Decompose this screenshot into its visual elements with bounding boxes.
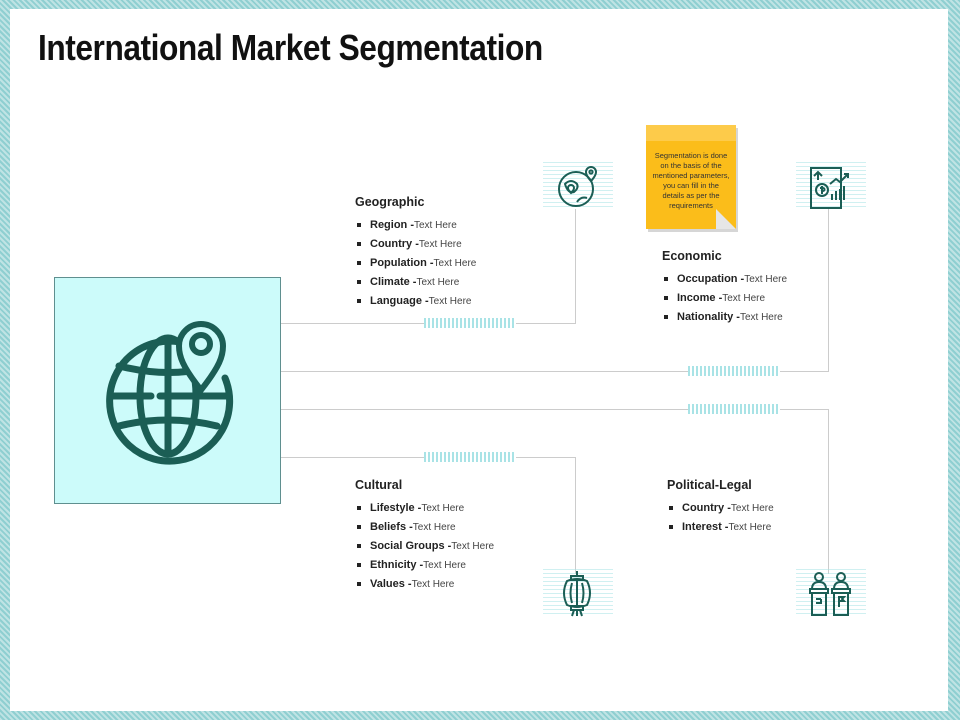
economic-icon-box (796, 162, 866, 210)
list-item: Country -Text Here (355, 235, 476, 254)
segment-title: Economic (662, 249, 722, 263)
connector-geographic-v (575, 209, 576, 324)
segment-title: Political-Legal (667, 478, 752, 492)
list-item: Ethnicity -Text Here (355, 556, 494, 575)
list-item: Values -Text Here (355, 575, 494, 594)
sticky-note: Segmentation is done on the basis of the… (646, 125, 736, 229)
segment-title: Geographic (355, 195, 425, 209)
finance-chart-icon (810, 167, 849, 209)
connector-cultural-v (575, 457, 576, 574)
segment-list: Occupation -Text Here Income -Text Here … (662, 270, 787, 327)
cultural-icon-box (543, 569, 613, 617)
page-title: International Market Segmentation (38, 27, 543, 68)
globe-location-icon (558, 165, 598, 207)
segment-economic: Economic Occupation -Text Here Income -T… (662, 249, 787, 327)
list-item: Language -Text Here (355, 292, 476, 311)
list-item: Occupation -Text Here (662, 270, 787, 289)
note-fold (716, 209, 736, 229)
list-item: Social Groups -Text Here (355, 537, 494, 556)
segment-political-legal: Political-Legal Country -Text Here Inter… (667, 478, 774, 537)
hub-box (54, 277, 281, 504)
podium-speakers-icon (809, 572, 851, 616)
connector-political-v (828, 409, 829, 574)
connector-economic-hatch (688, 366, 780, 376)
list-item: Nationality -Text Here (662, 308, 787, 327)
geographic-icon-box (543, 162, 613, 210)
list-item: Income -Text Here (662, 289, 787, 308)
list-item: Region -Text Here (355, 216, 476, 235)
note-text: Segmentation is done on the basis of the… (652, 151, 730, 210)
list-item: Country -Text Here (667, 499, 774, 518)
connector-economic-v (828, 209, 829, 372)
list-item: Climate -Text Here (355, 273, 476, 292)
segment-title: Cultural (355, 478, 403, 492)
globe-pin-icon (106, 321, 234, 465)
lantern-icon (563, 571, 591, 617)
connector-political-hatch (688, 404, 780, 414)
list-item: Lifestyle -Text Here (355, 499, 494, 518)
connector-geographic-hatch (424, 318, 516, 328)
list-item: Interest -Text Here (667, 518, 774, 537)
segment-geographic: Geographic Region -Text Here Country -Te… (355, 195, 476, 311)
segment-list: Region -Text Here Country -Text Here Pop… (355, 216, 476, 311)
connector-cultural-hatch (424, 452, 516, 462)
connector-economic-h (281, 371, 829, 372)
list-item: Beliefs -Text Here (355, 518, 494, 537)
list-item: Population -Text Here (355, 254, 476, 273)
segment-cultural: Cultural Lifestyle -Text Here Beliefs -T… (355, 478, 494, 594)
political-icon-box (796, 569, 866, 617)
connector-political-h (281, 409, 829, 410)
segment-list: Country -Text Here Interest -Text Here (667, 499, 774, 537)
slide: International Market Segmentation (10, 9, 948, 711)
segment-list: Lifestyle -Text Here Beliefs -Text Here … (355, 499, 494, 594)
